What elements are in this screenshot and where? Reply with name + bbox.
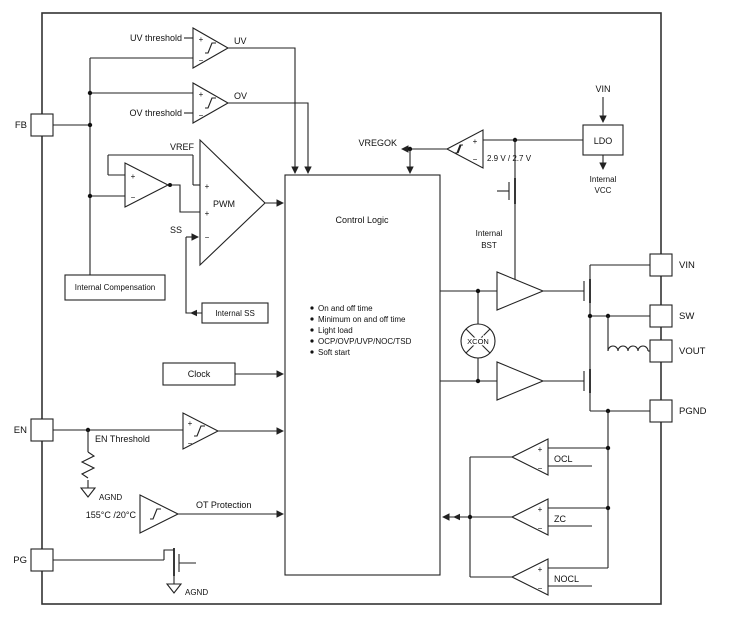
en-threshold-label: EN Threshold <box>95 434 150 444</box>
pin-en-label: EN <box>14 425 27 436</box>
ldo-block: VIN LDO Internal VCC <box>582 84 624 195</box>
en-minus-sign: − <box>188 439 193 448</box>
low-side-driver <box>496 361 545 401</box>
pin-vout <box>649 339 673 363</box>
pin-vin-label: VIN <box>679 260 695 271</box>
feature-item: Light load <box>318 326 353 335</box>
ocl-comparator <box>510 438 549 476</box>
vreg-minus-sign: − <box>473 155 478 164</box>
xcon-label: XCON <box>467 337 489 346</box>
uv-threshold-label: UV threshold <box>130 33 182 43</box>
pin-sw-label: SW <box>679 311 694 322</box>
uv-output-label: UV <box>234 36 247 46</box>
ov-threshold-label: OV threshold <box>129 108 182 118</box>
ov-comparator: + − OV threshold OV <box>129 82 312 174</box>
current-comparators: + − OCL + − ZC + − NOCL <box>442 438 611 596</box>
ss-label: SS <box>170 225 182 235</box>
internal-vcc-label-1: Internal <box>590 175 617 184</box>
pwm-label: PWM <box>213 199 235 209</box>
bst-switch: Internal BST <box>476 140 516 279</box>
zc-label: ZC <box>554 514 566 524</box>
vreg-plus-sign: + <box>473 137 478 146</box>
feature-item: Soft start <box>318 348 351 357</box>
erramp-minus-sign: − <box>131 193 136 202</box>
fb-net <box>53 57 193 275</box>
vregok-comparator: + − 2.9 V / 2.7 V VREGOK <box>358 129 583 174</box>
uv-plus-sign: + <box>199 35 204 44</box>
right-pins: VIN SW VOUT PGND <box>649 253 707 423</box>
agnd-symbol-en <box>79 487 97 498</box>
internal-ss-label: Internal SS <box>215 309 255 318</box>
ov-plus-sign: + <box>199 90 204 99</box>
pin-pg-label: PG <box>13 555 27 566</box>
pin-sw <box>649 304 673 328</box>
high-side-driver <box>496 271 545 311</box>
vref-label: VREF <box>170 142 195 152</box>
ocl-minus-sign: − <box>538 464 543 473</box>
internal-compensation-block: Internal Compensation <box>64 274 166 301</box>
ot-protection-label: OT Protection <box>196 500 251 510</box>
pwm-plus2-sign: + <box>205 209 210 218</box>
erramp-plus-sign: + <box>131 172 136 181</box>
pg-output-stage: AGND <box>53 548 208 597</box>
clock-block: Clock <box>162 362 284 386</box>
uv-minus-sign: − <box>199 56 204 65</box>
ldo-label: LDO <box>594 136 613 146</box>
power-stage <box>543 264 650 568</box>
ov-minus-sign: − <box>199 111 204 120</box>
pwm-plus1-sign: + <box>205 182 210 191</box>
pin-pgnd-label: PGND <box>679 406 707 417</box>
left-pins: FB EN PG <box>13 113 54 572</box>
ocl-plus-sign: + <box>538 445 543 454</box>
vregok-label: VREGOK <box>358 138 397 148</box>
ot-comparator: 155°C /20°C OT Protection <box>86 494 284 534</box>
zc-minus-sign: − <box>538 524 543 533</box>
internal-bst-label-2: BST <box>481 241 497 250</box>
gate-drivers: XCON <box>440 271 545 401</box>
pin-fb-label: FB <box>15 120 27 131</box>
vreg-threshold-label: 2.9 V / 2.7 V <box>487 154 532 163</box>
pwm-minus-sign: − <box>205 233 210 242</box>
internal-vcc-label-2: VCC <box>595 186 612 195</box>
nocl-comparator <box>510 558 549 596</box>
agnd-pg-label: AGND <box>185 588 208 597</box>
inductor <box>607 345 649 352</box>
feature-item: OCP/OVP/UVP/NOC/TSD <box>318 337 412 346</box>
control-logic-title: Control Logic <box>335 215 389 225</box>
nocl-plus-sign: + <box>538 565 543 574</box>
ocl-label: OCL <box>554 454 573 464</box>
pin-fb <box>30 113 54 137</box>
internal-compensation-label: Internal Compensation <box>75 283 156 292</box>
ot-temp-label: 155°C /20°C <box>86 510 137 520</box>
nocl-label: NOCL <box>554 574 579 584</box>
clock-label: Clock <box>188 369 211 379</box>
vin-top-label: VIN <box>595 84 610 94</box>
en-comparator: + − EN Threshold AGND <box>53 412 284 502</box>
internal-ss-block: Internal SS SS <box>170 225 269 324</box>
pin-vout-label: VOUT <box>679 346 706 357</box>
pin-pgnd <box>649 399 673 423</box>
control-logic-block: Control Logic On and off time Minimum on… <box>284 174 441 576</box>
error-amplifier: + − VREF <box>107 142 200 213</box>
pin-en <box>30 418 54 442</box>
zc-comparator <box>510 498 549 536</box>
en-plus-sign: + <box>188 419 193 428</box>
en-pulldown-resistor <box>80 451 96 479</box>
feature-item: Minimum on and off time <box>318 315 406 324</box>
ov-output-label: OV <box>234 91 247 101</box>
agnd-symbol-pg <box>165 583 183 594</box>
pin-vin <box>649 253 673 277</box>
pin-pg <box>30 548 54 572</box>
agnd-en-label: AGND <box>99 493 122 502</box>
pwm-comparator: PWM + + − <box>199 138 284 267</box>
zc-plus-sign: + <box>538 505 543 514</box>
internal-bst-label-1: Internal <box>476 229 503 238</box>
uv-comparator: + − UV threshold UV <box>130 27 299 174</box>
nocl-minus-sign: − <box>538 584 543 593</box>
feature-item: On and off time <box>318 304 373 313</box>
